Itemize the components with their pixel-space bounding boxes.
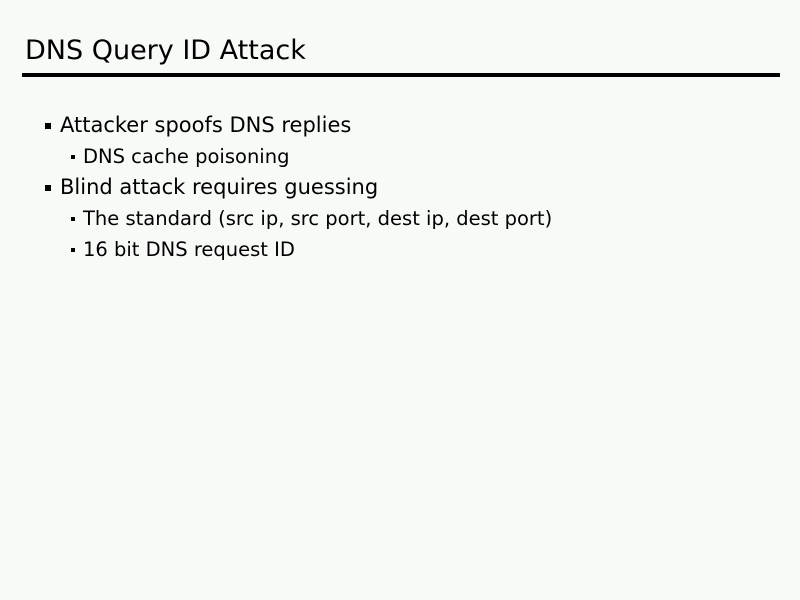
list-item-label: Blind attack requires guessing <box>60 175 379 199</box>
list-item: The standard (src ip, src port, dest ip,… <box>0 203 800 234</box>
list-item-label: 16 bit DNS request ID <box>83 238 295 261</box>
list-item: 16 bit DNS request ID <box>0 234 800 265</box>
list-item-label: The standard (src ip, src port, dest ip,… <box>83 207 553 230</box>
title-underline-rule <box>22 73 780 77</box>
square-bullet-small-icon <box>71 217 75 221</box>
slide-title-block: DNS Query ID Attack <box>0 34 800 77</box>
square-bullet-icon <box>45 123 51 129</box>
list-item: Attacker spoofs DNS replies <box>0 110 800 141</box>
slide-body-bullet-list: Attacker spoofs DNS replies DNS cache po… <box>0 110 800 265</box>
list-item-label: Attacker spoofs DNS replies <box>60 113 352 137</box>
page-title: DNS Query ID Attack <box>25 35 306 66</box>
square-bullet-small-icon <box>71 155 75 159</box>
list-item: DNS cache poisoning <box>0 141 800 172</box>
square-bullet-small-icon <box>71 248 75 252</box>
list-item: Blind attack requires guessing <box>0 172 800 203</box>
list-item-label: DNS cache poisoning <box>83 145 290 168</box>
square-bullet-icon <box>45 185 51 191</box>
